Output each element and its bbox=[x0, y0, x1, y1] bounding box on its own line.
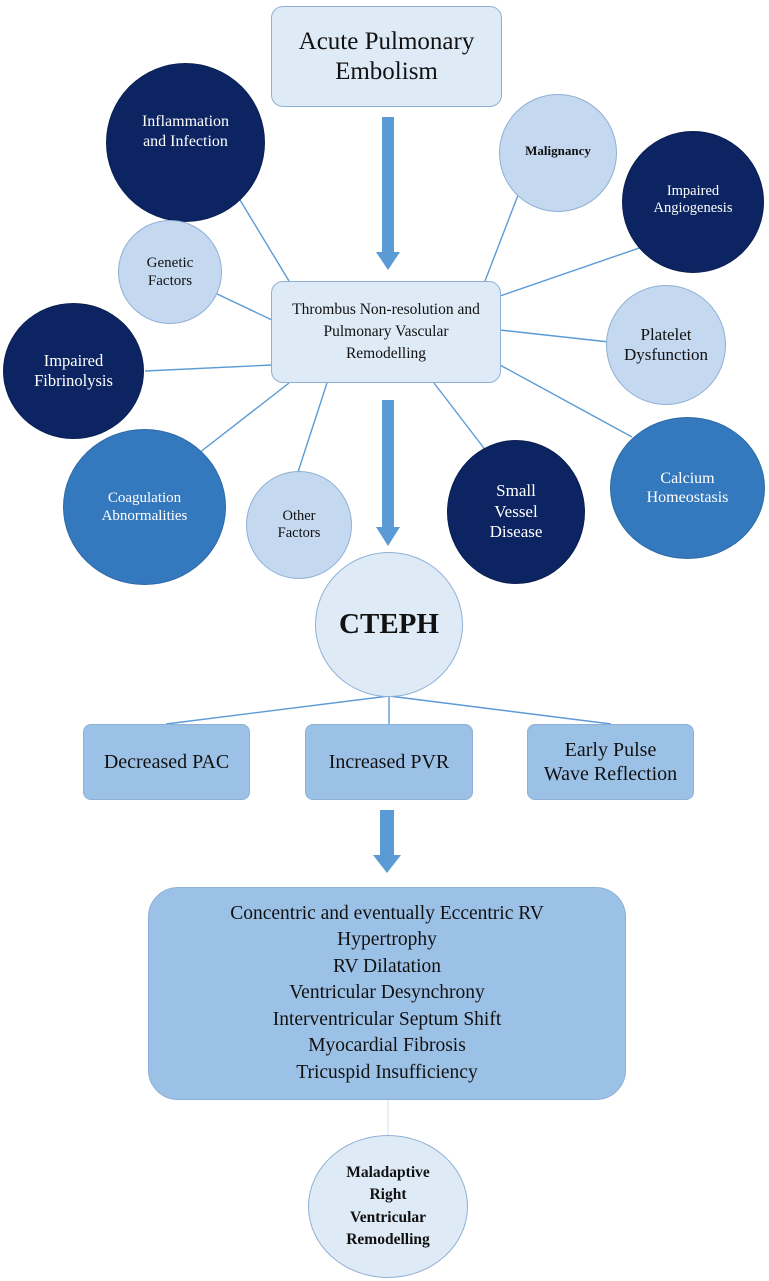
link-inflammation bbox=[239, 199, 290, 282]
rv-change-item: Tricuspid Insufficiency bbox=[296, 1061, 478, 1083]
arrow-down-2 bbox=[376, 400, 400, 546]
genetic-label: Genetic Factors bbox=[146, 255, 194, 289]
cteph-circle: CTEPH bbox=[315, 552, 463, 697]
link-coagulation bbox=[198, 382, 290, 454]
thrombus-box: Thrombus Non-resolution and Pulmonary Va… bbox=[271, 281, 501, 383]
acute-pe-label: Acute Pulmonary Embolism bbox=[298, 27, 475, 85]
calcium-circle: Calcium Homeostasis bbox=[610, 417, 765, 559]
angiogenesis-label: Impaired Angiogenesis bbox=[653, 182, 733, 216]
rv-changes-box: Concentric and eventually Eccentric RV H… bbox=[148, 887, 626, 1100]
acute-pe-box: Acute Pulmonary Embolism bbox=[271, 6, 502, 107]
increased-pvr-box: Increased PVR bbox=[305, 724, 473, 800]
link-genetic bbox=[214, 292, 273, 321]
platelet-circle: Platelet Dysfunction bbox=[606, 285, 726, 405]
link-fibrinolysis bbox=[144, 364, 273, 372]
link-calcium bbox=[499, 364, 633, 438]
fibrinolysis-circle: Impaired Fibrinolysis bbox=[3, 303, 144, 439]
rv-change-item: RV Dilatation bbox=[332, 955, 442, 977]
decreased-pac-box: Decreased PAC bbox=[83, 724, 250, 800]
fibrinolysis-label: Impaired Fibrinolysis bbox=[34, 351, 113, 390]
malignancy-label: Malignancy bbox=[525, 143, 591, 159]
platelet-label: Platelet Dysfunction bbox=[623, 324, 709, 364]
link-other bbox=[297, 382, 328, 473]
small-vessel-circle: Small Vessel Disease bbox=[447, 440, 585, 584]
other-factors-label: Other Factors bbox=[277, 507, 321, 541]
coagulation-circle: Coagulation Abnormalities bbox=[63, 429, 226, 585]
coagulation-label: Coagulation Abnormalities bbox=[101, 490, 188, 524]
other-factors-circle: Other Factors bbox=[246, 471, 352, 579]
maladaptive-rv-label: Maladaptive Right Ventricular Remodellin… bbox=[346, 1163, 430, 1248]
small-vessel-label: Small Vessel Disease bbox=[489, 481, 543, 542]
arrow-down-3 bbox=[373, 810, 401, 873]
cteph-label: CTEPH bbox=[339, 608, 439, 641]
pulse-wave-box: Early Pulse Wave Reflection bbox=[527, 724, 694, 800]
calcium-label: Calcium Homeostasis bbox=[646, 469, 729, 506]
thrombus-label: Thrombus Non-resolution and Pulmonary Va… bbox=[292, 301, 480, 362]
rv-change-item: Concentric and eventually Eccentric RV bbox=[230, 902, 544, 924]
increased-pvr-label: Increased PVR bbox=[328, 751, 450, 773]
link-cteph-pac bbox=[165, 695, 390, 725]
arrow-down-1 bbox=[376, 117, 400, 270]
genetic-circle: Genetic Factors bbox=[118, 220, 222, 324]
maladaptive-rv-circle: Maladaptive Right Ventricular Remodellin… bbox=[308, 1135, 468, 1278]
rv-change-item: Ventricular Desynchrony bbox=[289, 982, 485, 1004]
link-small-vessel bbox=[433, 382, 491, 457]
rv-change-item: Myocardial Fibrosis bbox=[308, 1035, 466, 1057]
pulse-wave-label: Early Pulse Wave Reflection bbox=[543, 739, 678, 785]
link-malignancy bbox=[484, 189, 521, 282]
decreased-pac-label: Decreased PAC bbox=[103, 751, 230, 773]
link-platelet bbox=[499, 329, 610, 343]
rv-change-item: Interventricular Septum Shift bbox=[272, 1008, 502, 1030]
rv-change-item: Hypertrophy bbox=[337, 929, 437, 951]
malignancy-circle: Malignancy bbox=[499, 94, 617, 212]
link-angiogenesis bbox=[499, 245, 646, 297]
inflammation-label: Inflammation and Infection bbox=[141, 113, 230, 150]
link-cteph-pulse bbox=[388, 695, 612, 725]
inflammation-circle: Inflammation and Infection bbox=[106, 63, 265, 222]
angiogenesis-circle: Impaired Angiogenesis bbox=[622, 131, 764, 273]
